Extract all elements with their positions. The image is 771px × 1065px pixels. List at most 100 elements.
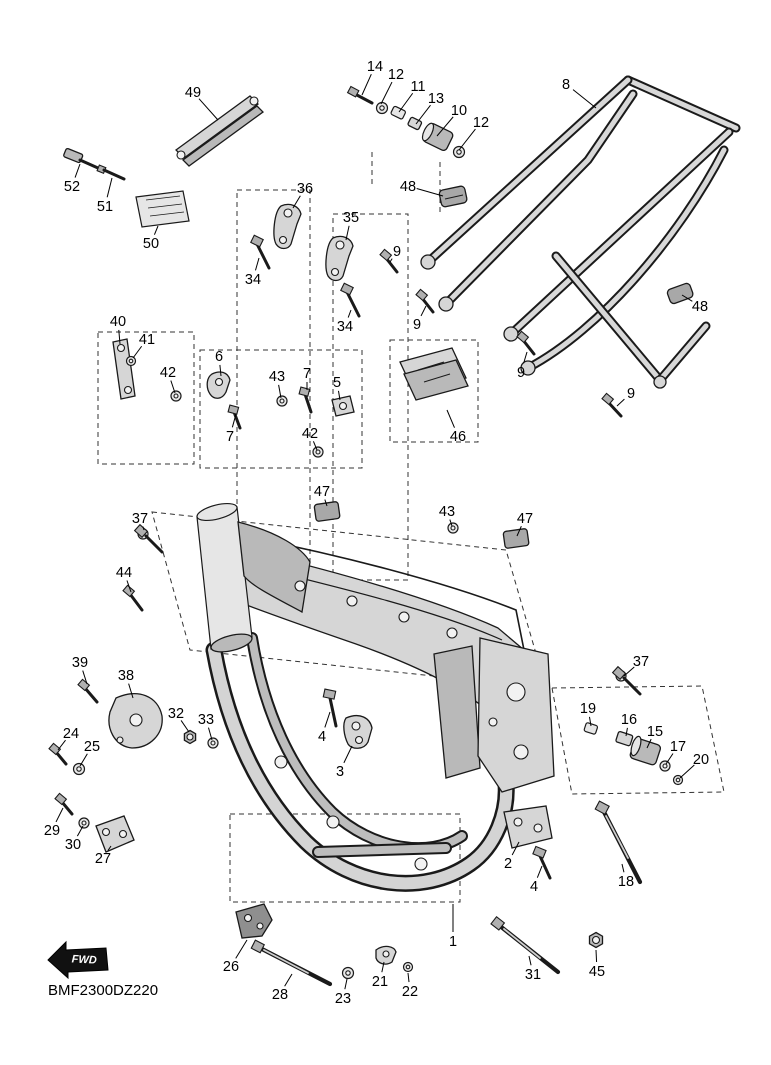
part-number-label: 19 [580, 701, 596, 717]
stay-40 [112, 338, 136, 400]
washer-23 [341, 966, 355, 980]
leader-line [407, 972, 410, 983]
part-number-label: 42 [302, 426, 318, 442]
leader-line [55, 807, 64, 823]
leader-line [621, 863, 625, 873]
part-number-label: 31 [525, 967, 541, 983]
leader-line [57, 739, 66, 751]
bolt-18 [594, 800, 643, 885]
clamp-21 [375, 945, 397, 965]
washer-42a [170, 390, 182, 402]
part-number-label: 12 [388, 67, 404, 83]
bolt-37a [133, 523, 164, 554]
sensor-52 [63, 147, 100, 170]
leader-line [180, 720, 190, 733]
part-number-label: 21 [372, 974, 388, 990]
pad-50 [135, 190, 190, 228]
part-number-label: 40 [110, 314, 126, 330]
leader-line [416, 187, 444, 197]
leader-line [347, 309, 352, 318]
leader-line [153, 225, 159, 235]
part-number-label: 43 [439, 504, 455, 520]
leader-line [128, 683, 134, 699]
leader-line [254, 257, 260, 271]
leader-line [420, 305, 427, 317]
bolt-37b [611, 665, 642, 696]
part-number-label: 27 [95, 851, 111, 867]
part-number-label: 11 [410, 79, 425, 95]
part-number-label: 9 [627, 386, 635, 402]
part-number-label: 9 [517, 365, 525, 381]
engine-mount-fasteners-top [346, 85, 466, 159]
leader-line [82, 670, 88, 685]
leader-line [278, 384, 282, 399]
leader-line [219, 364, 222, 377]
part-number-label: 48 [400, 179, 416, 195]
part-number-label: 10 [451, 103, 467, 119]
leader-line [536, 865, 543, 878]
leader-line [337, 390, 341, 401]
leader-line [324, 499, 328, 507]
part-number-label: 4 [530, 879, 538, 895]
bolt-44 [122, 584, 144, 612]
part-number-label: 41 [139, 332, 155, 348]
fwd-marker: FWD [47, 940, 109, 980]
part-number-label: 5 [333, 375, 341, 391]
part-number-label: 52 [64, 179, 80, 195]
part-number-label: 15 [647, 724, 663, 740]
part-number-label: 30 [65, 837, 81, 853]
leader-line [436, 116, 454, 137]
bolt-24 [48, 742, 68, 766]
bracket-26 [235, 903, 273, 939]
part-number-label: 28 [272, 987, 288, 1003]
leader-line [343, 745, 353, 764]
leader-line [679, 764, 695, 779]
damper-15 [629, 735, 662, 766]
bracket-2 [503, 805, 553, 849]
part-number-label: 42 [160, 365, 176, 381]
part-number-label: 38 [118, 668, 134, 684]
bolt-28 [250, 939, 333, 987]
part-number-label: 49 [185, 85, 201, 101]
leader-line [79, 753, 88, 767]
bolts-9 [379, 248, 623, 418]
leader-line [345, 225, 350, 241]
fwd-label: FWD [71, 953, 97, 966]
leader-line [106, 177, 113, 198]
bracket-5 [331, 395, 355, 417]
bolt-29 [54, 792, 74, 816]
leader-line [231, 413, 237, 428]
part-number-label: 4 [318, 729, 326, 745]
part-number-label: 9 [393, 244, 401, 260]
part-number-label: 44 [116, 565, 132, 581]
leader-line [595, 949, 598, 963]
part-number-label: 3 [336, 764, 344, 780]
part-number-label: 34 [245, 272, 261, 288]
leader-line [681, 294, 693, 302]
part-number-label: 9 [413, 317, 421, 333]
part-number-label: 6 [215, 349, 223, 365]
leader-line [126, 580, 132, 593]
leader-line [118, 329, 121, 345]
bolt-34b [340, 282, 361, 318]
damper-48b [666, 282, 694, 305]
leader-line [415, 104, 431, 125]
part-number-label: 39 [72, 655, 88, 671]
part-number-label: 34 [337, 319, 353, 335]
bracket-27 [95, 815, 135, 853]
bolt-4b [532, 845, 552, 880]
leader-line [588, 716, 592, 727]
part-number-label: 50 [143, 236, 159, 252]
washer-43a [276, 395, 288, 407]
leader-line [324, 711, 331, 728]
leader-line [625, 727, 628, 737]
leader-line [528, 955, 532, 966]
part-number-label: 51 [97, 199, 113, 215]
part-number-label: 35 [343, 210, 359, 226]
part-number-label: 32 [168, 706, 184, 722]
part-number-label: 37 [132, 511, 148, 527]
bracket-3 [343, 714, 373, 749]
part-number-label: 18 [618, 874, 634, 890]
washer-25 [72, 762, 86, 776]
